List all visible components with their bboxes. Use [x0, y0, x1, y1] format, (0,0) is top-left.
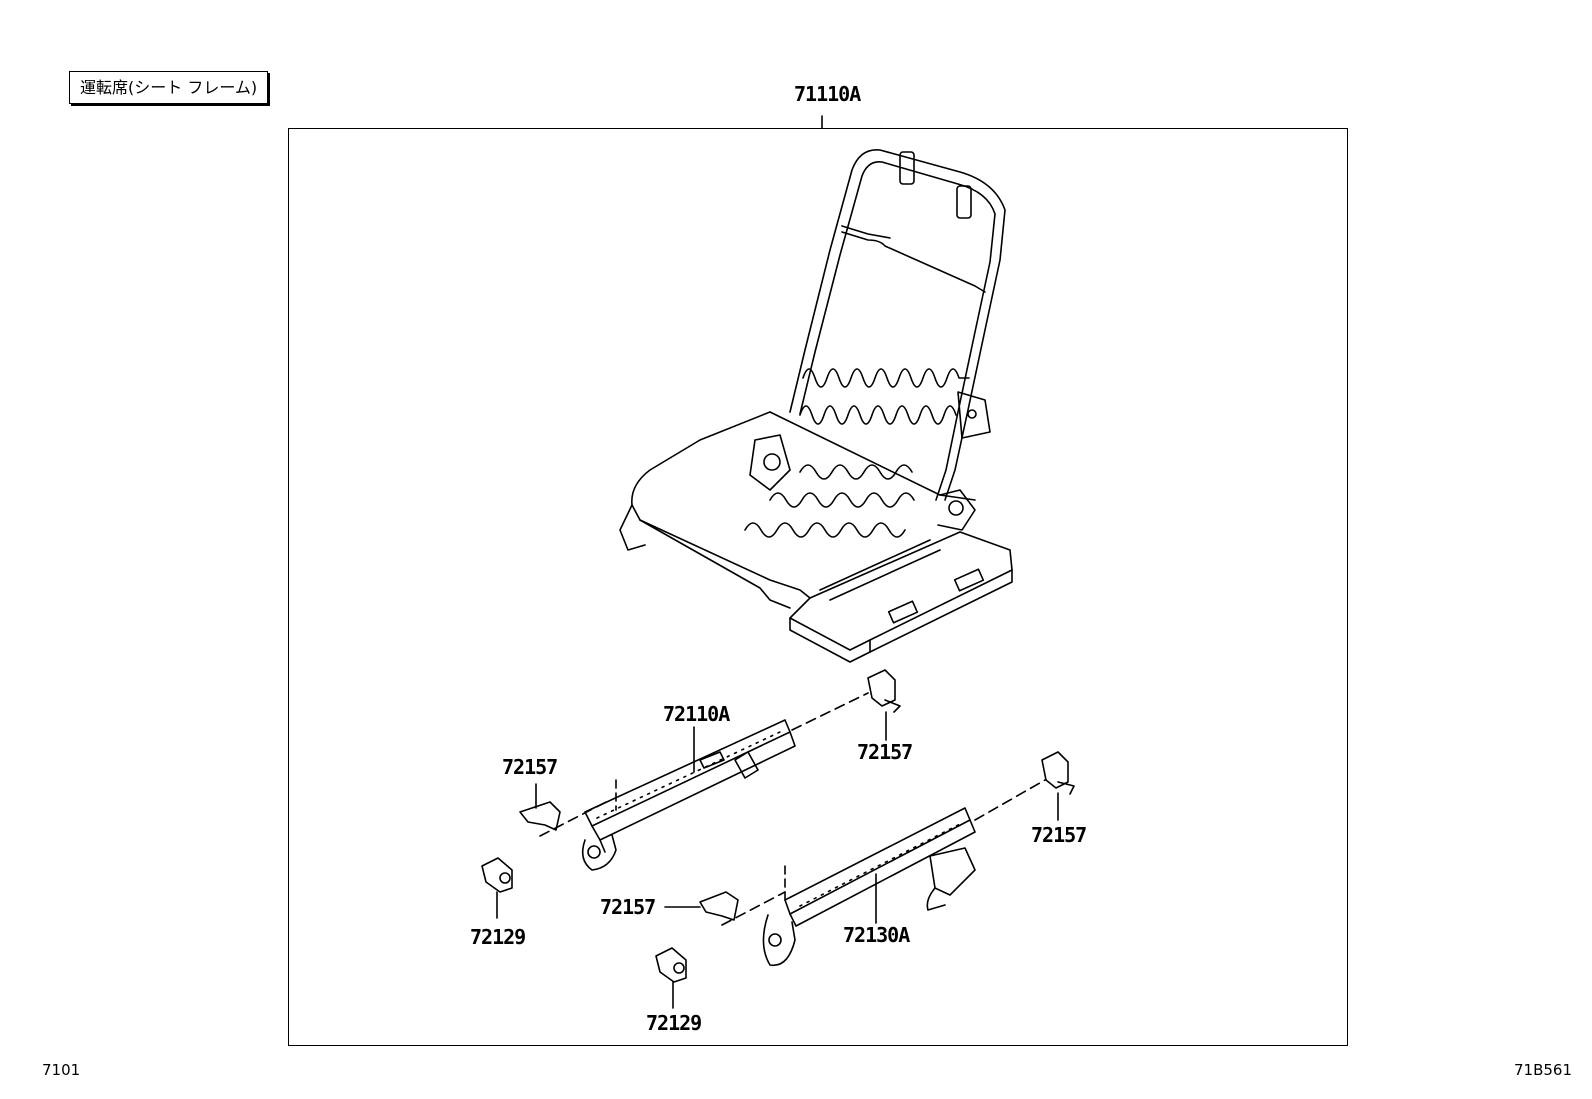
cover-parts-drawing [520, 670, 1074, 920]
part-label-72157: 72157 [502, 755, 558, 779]
end-cap-drawing [482, 858, 686, 1008]
page-code: 7101 [42, 1061, 81, 1079]
right-adjuster-drawing [722, 780, 1045, 965]
part-label-72130a: 72130A [843, 923, 910, 947]
part-label-72129: 72129 [470, 925, 526, 949]
part-label-71110a: 71110A [794, 82, 861, 106]
part-label-72129: 72129 [646, 1011, 702, 1035]
illustration-code: 71B561 [1513, 1061, 1572, 1079]
seat-frame-drawing [620, 150, 1012, 662]
part-label-72110a: 72110A [663, 702, 730, 726]
part-label-72157: 72157 [857, 740, 913, 764]
part-label-72157: 72157 [600, 895, 656, 919]
section-title: 運転席(シート フレーム) [69, 71, 269, 104]
part-label-72157: 72157 [1031, 823, 1087, 847]
left-adjuster-drawing [540, 693, 868, 870]
diagram-frame [288, 128, 1348, 1046]
